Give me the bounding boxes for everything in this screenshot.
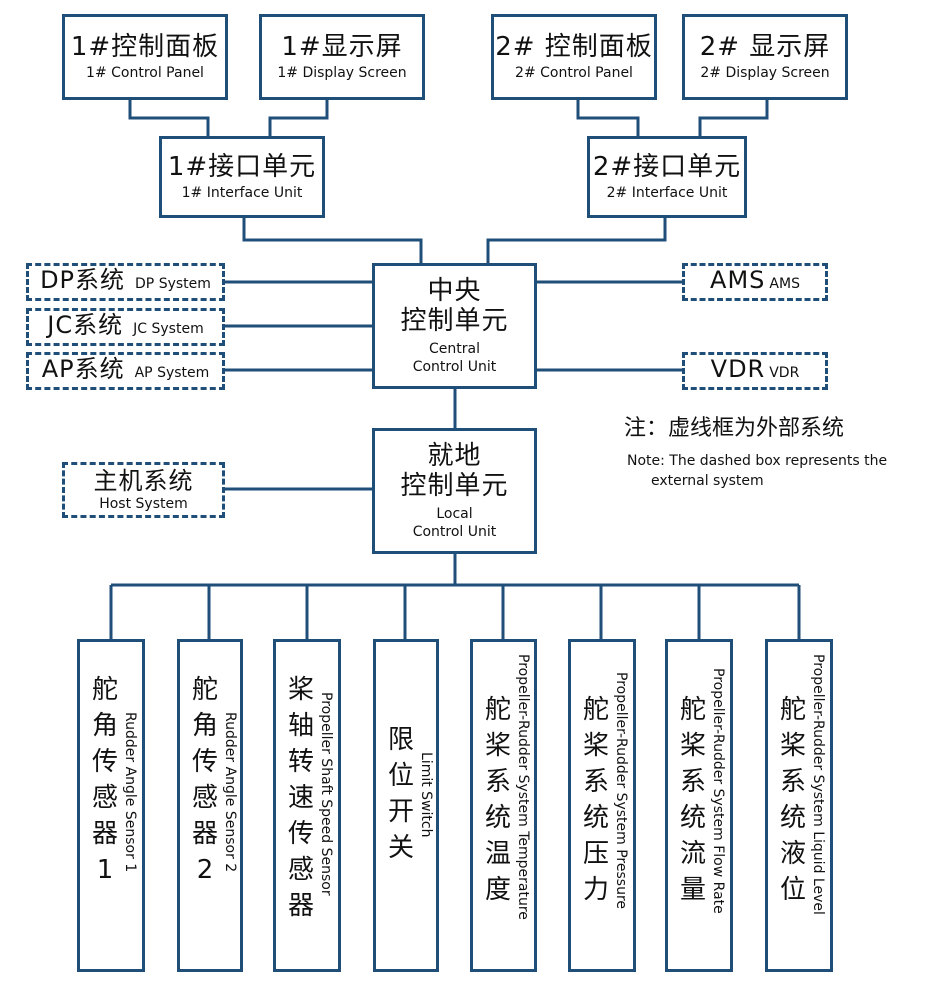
sensor-2-zh: 舵角传感器2 (192, 675, 219, 885)
jc-system-en: JC System (133, 321, 204, 337)
sensor-4-en: Limit Switch (418, 752, 434, 838)
display-screen-2: 2# 显示屏 2# Display Screen (682, 14, 848, 100)
sensor-1-zh: 舵角传感器1 (92, 675, 119, 885)
wire-screen1 (268, 100, 329, 136)
note-en: Note: The dashed box represents the exte… (627, 451, 947, 491)
sensor-box-7: 舵桨系统流量 Propeller-Rudder System Flow Rate (665, 639, 733, 972)
ams-system: AMS AMS (682, 263, 828, 301)
wire-interface2 (486, 218, 667, 263)
sensor-4-zh: 限位开关 (388, 725, 415, 863)
wire-interface1 (242, 218, 423, 263)
ams-zh: AMS (710, 266, 766, 294)
local-zh-1: 就地 (427, 441, 482, 471)
control-panel-1: 1#控制面板 1# Control Panel (62, 14, 228, 100)
sensor-5-en: Propeller-Rudder System Temperature (515, 654, 531, 920)
sensor-8-en: Propeller-Rudder System Liquid Level (810, 654, 826, 915)
host-system: 主机系统 Host System (62, 462, 225, 518)
ap-system-zh: AP系统 (41, 355, 125, 383)
control-panel-2-en: 2# Control Panel (515, 65, 633, 81)
sensor-5-zh: 舵桨系统温度 (485, 695, 512, 905)
vdr-zh: VDR (710, 355, 766, 383)
sensor-2-en: Rudder Angle Sensor 2 (222, 712, 238, 873)
central-en-1: Central (429, 341, 480, 357)
sensor-box-2: 舵角传感器2 Rudder Angle Sensor 2 (177, 639, 243, 972)
wire-panel2 (576, 100, 640, 136)
sensor-box-8: 舵桨系统液位 Propeller-Rudder System Liquid Le… (765, 639, 833, 972)
control-panel-1-zh: 1#控制面板 (70, 32, 220, 62)
sensor-box-3: 桨轴转速传感器 Propeller Shaft Speed Sensor (273, 639, 341, 972)
note-zh: 注：虚线框为外部系统 (624, 416, 845, 441)
interface-unit-1-zh: 1#接口单元 (167, 152, 317, 182)
ap-system-en: AP System (134, 365, 210, 381)
interface-unit-1-en: 1# Interface Unit (181, 185, 303, 201)
central-zh-1: 中央 (427, 276, 482, 306)
sensor-7-zh: 舵桨系统流量 (680, 695, 707, 905)
control-panel-2-zh: 2# 控制面板 (495, 32, 653, 62)
sensor-box-1: 舵角传感器1 Rudder Angle Sensor 1 (77, 639, 145, 972)
interface-unit-2-zh: 2#接口单元 (592, 152, 742, 182)
display-screen-1: 1#显示屏 1# Display Screen (259, 14, 425, 100)
sensor-8-zh: 舵桨系统液位 (780, 695, 807, 905)
sensor-box-4: 限位开关 Limit Switch (373, 639, 439, 972)
sensor-3-en: Propeller Shaft Speed Sensor (318, 692, 334, 896)
vdr-system: VDR VDR (682, 352, 828, 390)
jc-system: JC系统 JC System (26, 308, 225, 346)
local-en-2: Control Unit (412, 524, 497, 540)
wire-screen2 (698, 100, 769, 136)
central-control-unit: 中央 控制单元 Central Control Unit (372, 263, 537, 389)
central-en-2: Control Unit (412, 359, 497, 375)
local-zh-2: 控制单元 (400, 471, 509, 501)
sensor-6-en: Propeller-Rudder System Pressure (613, 672, 629, 910)
local-control-unit: 就地 控制单元 Local Control Unit (372, 428, 537, 554)
sensor-6-zh: 舵桨系统压力 (583, 695, 610, 905)
dp-system: DP系统 DP System (26, 263, 225, 301)
sensor-box-5: 舵桨系统温度 Propeller-Rudder System Temperatu… (470, 639, 537, 972)
dp-system-en: DP System (135, 276, 211, 292)
interface-unit-2: 2#接口单元 2# Interface Unit (587, 136, 747, 218)
ap-system: AP系统 AP System (26, 352, 225, 390)
sensor-7-en: Propeller-Rudder System Flow Rate (710, 668, 726, 914)
local-en-1: Local (436, 506, 473, 522)
host-system-en: Host System (99, 496, 188, 512)
vdr-en: VDR (769, 365, 800, 381)
display-screen-1-en: 1# Display Screen (277, 65, 407, 81)
control-panel-2: 2# 控制面板 2# Control Panel (491, 14, 657, 100)
ams-en: AMS (769, 276, 800, 292)
sensor-3-zh: 桨轴转速传感器 (288, 675, 315, 921)
interface-unit-1: 1#接口单元 1# Interface Unit (159, 136, 325, 218)
sensor-box-6: 舵桨系统压力 Propeller-Rudder System Pressure (568, 639, 636, 972)
jc-system-zh: JC系统 (47, 311, 124, 339)
display-screen-2-en: 2# Display Screen (700, 65, 830, 81)
sensor-1-en: Rudder Angle Sensor 1 (122, 712, 138, 873)
dp-system-zh: DP系统 (40, 266, 126, 294)
control-panel-1-en: 1# Control Panel (86, 65, 204, 81)
host-system-zh: 主机系统 (93, 467, 194, 495)
central-zh-2: 控制单元 (400, 306, 509, 336)
wire-panel1 (128, 100, 210, 136)
interface-unit-2-en: 2# Interface Unit (606, 185, 728, 201)
note-en-line-1: Note: The dashed box represents the (627, 453, 888, 469)
display-screen-1-zh: 1#显示屏 (281, 32, 403, 62)
display-screen-2-zh: 2# 显示屏 (699, 32, 831, 62)
note-en-line-2: external system (651, 473, 764, 489)
